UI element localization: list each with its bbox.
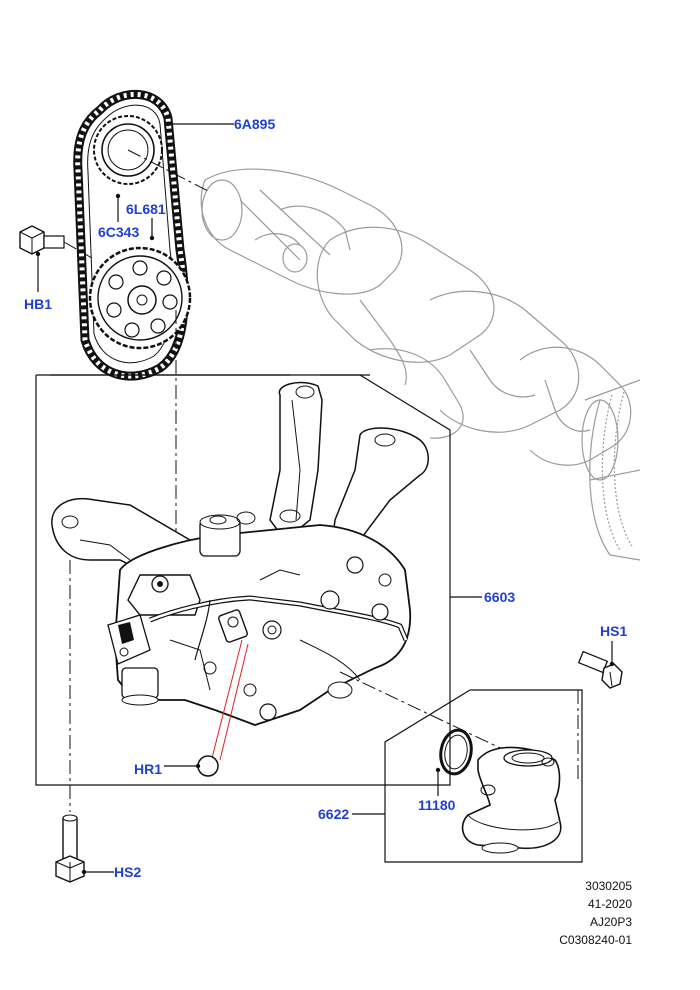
o-ring-hr1-illustration [197, 755, 219, 777]
centerline-crank [127, 149, 211, 193]
callout-pickup-tube: 6622 [318, 806, 349, 822]
crankshaft-illustration [200, 168, 641, 561]
sprocket-bolt-hb1-illustration [19, 225, 93, 259]
callout-oil-pump: 6603 [484, 589, 515, 605]
callout-sprocket-bolt: HB1 [24, 296, 52, 312]
seal-11180-illustration [439, 728, 473, 776]
callout-seal: 11180 [418, 797, 456, 813]
bolt-hs2-illustration [55, 814, 85, 883]
pump-sprocket-illustration [88, 246, 192, 350]
illustration-number: C0308240-01 [559, 933, 632, 947]
pickup-group-box [384, 689, 583, 863]
group-box-outline [35, 374, 451, 786]
callout-bolt-hs2: HS2 [114, 864, 141, 880]
pickup-tube-illustration [461, 746, 562, 854]
leader-lines [35, 121, 615, 875]
figure-id: 3030205 [585, 879, 632, 893]
callout-chain: 6A895 [234, 116, 275, 132]
bolt-hs1-illustration [577, 650, 623, 689]
callout-bolt-hs1: HS1 [600, 623, 627, 639]
timing-chain [73, 89, 189, 381]
centerline-pickup [339, 671, 556, 775]
callout-pump-sprocket: 6L681 [126, 201, 166, 217]
engine-code: AJ20P3 [590, 915, 632, 929]
figure-date-code: 41-2020 [588, 897, 632, 911]
callout-o-ring: HR1 [134, 761, 162, 777]
callout-crank-sprocket: 6C343 [98, 224, 139, 240]
oil-pump-illustration [51, 381, 429, 761]
